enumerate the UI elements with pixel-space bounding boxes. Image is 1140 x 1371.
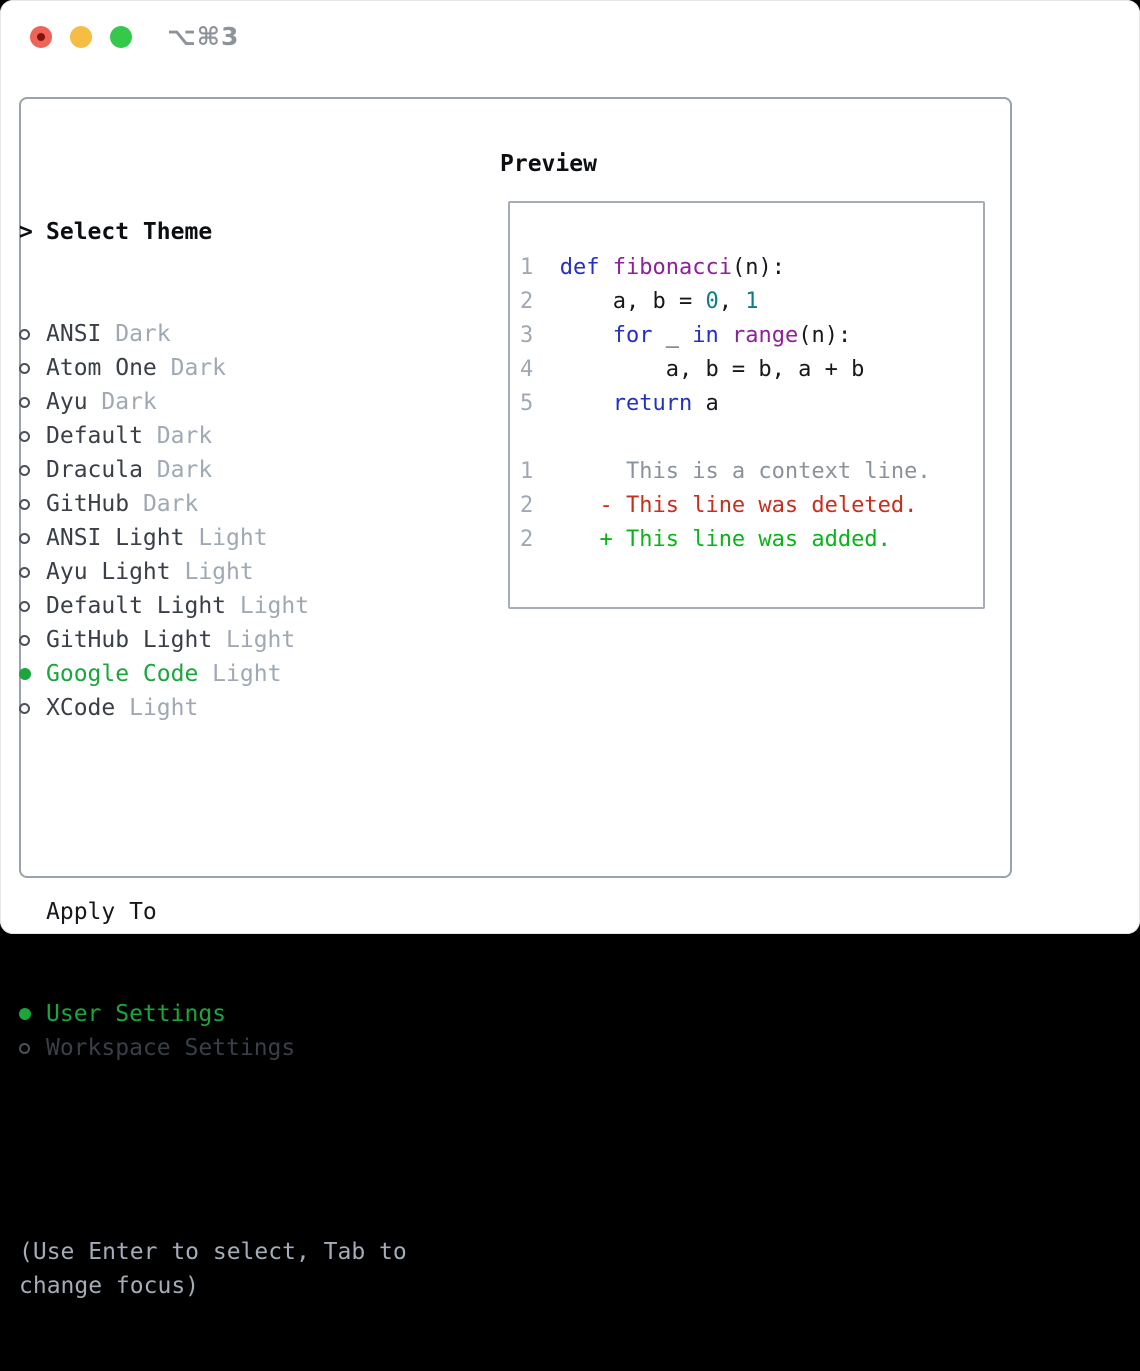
theme-variant-label: Dark [156, 355, 227, 381]
theme-option-label: Atom One [46, 355, 157, 381]
maximize-button[interactable] [110, 26, 132, 48]
minimize-button[interactable] [70, 26, 92, 48]
code-line [520, 421, 931, 455]
code-line: 2 a, b = 0, 1 [520, 289, 759, 314]
theme-option-label: Google Code [46, 661, 199, 687]
spacer [19, 1133, 407, 1167]
theme-option[interactable]: ANSI Dark [19, 317, 407, 351]
radio-icon [19, 362, 30, 374]
theme-option-label: Default [46, 423, 143, 449]
help-line: (Use Enter to select, Tab to [19, 1239, 407, 1265]
radio-icon [19, 600, 30, 612]
theme-variant-label: Dark [101, 321, 171, 347]
theme-option[interactable]: Atom One Dark [19, 351, 407, 385]
theme-option[interactable]: Ayu Light Light [19, 555, 407, 589]
radio-icon [19, 464, 30, 476]
close-button[interactable] [30, 26, 52, 48]
theme-variant-label: Light [115, 695, 199, 721]
theme-option[interactable]: GitHub Light Light [19, 623, 407, 657]
radio-icon [19, 702, 30, 714]
select-theme-label: Select Theme [46, 219, 213, 245]
apply-option[interactable]: User Settings [19, 997, 407, 1031]
code-line: 1 This is a context line. [520, 459, 931, 484]
radio-icon [19, 328, 30, 340]
theme-variant-label: Dark [142, 457, 213, 483]
theme-option[interactable]: GitHub Dark [19, 487, 407, 521]
code-line: 2 - This line was deleted. [520, 493, 918, 518]
apply-option-label: User Settings [46, 1001, 227, 1027]
theme-option[interactable]: Dracula Dark [19, 453, 407, 487]
code-line: 4 a, b = b, a + b [520, 357, 865, 382]
select-theme-header: > Select Theme [19, 215, 407, 249]
preview-header: Preview [500, 151, 597, 177]
theme-option-label: Default Light [46, 593, 227, 619]
theme-variant-label: Dark [129, 491, 199, 517]
theme-option[interactable]: ANSI Light Light [19, 521, 407, 555]
theme-option[interactable]: Default Dark [19, 419, 407, 453]
apply-to-label: Apply To [46, 899, 157, 925]
apply-to-header: Apply To [19, 895, 407, 929]
radio-icon [19, 566, 30, 578]
apply-option-label: Workspace Settings [46, 1035, 296, 1061]
theme-variant-label: Light [198, 661, 282, 687]
radio-icon [19, 396, 30, 408]
code-line: 2 + This line was added. [520, 527, 891, 552]
theme-option[interactable]: Google Code Light [19, 657, 407, 691]
theme-option-label: Ayu Light [46, 559, 171, 585]
code-line: 5 return a [520, 391, 719, 416]
theme-variant-label: Dark [87, 389, 157, 415]
code-line: 3 for _ in range(n): [520, 323, 852, 348]
code-line: 1 def fibonacci(n): [520, 255, 785, 280]
theme-option-label: XCode [46, 695, 116, 721]
radio-icon [19, 532, 30, 544]
theme-option-label: ANSI Light [46, 525, 185, 551]
theme-variant-label: Light [170, 559, 254, 585]
spacer [19, 793, 407, 827]
apply-option[interactable]: Workspace Settings [19, 1031, 407, 1065]
theme-option-label: ANSI [46, 321, 102, 347]
focus-chevron-icon: > [19, 219, 33, 245]
theme-option[interactable]: Ayu Dark [19, 385, 407, 419]
theme-option[interactable]: XCode Light [19, 691, 407, 725]
radio-icon [19, 498, 30, 510]
theme-option-label: Ayu [46, 389, 88, 415]
radio-icon [19, 430, 30, 442]
theme-variant-label: Dark [142, 423, 213, 449]
code-preview: 1 def fibonacci(n): 2 a, b = 0, 1 3 for _ … [520, 251, 931, 557]
radio-icon [19, 634, 30, 646]
close-dot-icon [37, 33, 45, 41]
radio-selected-icon [19, 1008, 31, 1020]
radio-selected-icon [19, 668, 31, 680]
preview-box: 1 def fibonacci(n): 2 a, b = 0, 1 3 for _ … [508, 201, 985, 609]
window-title: ⌥⌘3 [167, 22, 240, 51]
radio-icon [19, 1042, 30, 1054]
theme-variant-label: Light [184, 525, 268, 551]
theme-option-label: Dracula [46, 457, 143, 483]
theme-option[interactable]: Default Light Light [19, 589, 407, 623]
theme-variant-label: Light [226, 593, 310, 619]
help-text: (Use Enter to select, Tab to change focus… [19, 1235, 407, 1303]
theme-option-label: GitHub Light [46, 627, 213, 653]
help-line: change focus) [19, 1273, 200, 1299]
theme-option-label: GitHub [46, 491, 130, 517]
theme-variant-label: Light [212, 627, 296, 653]
